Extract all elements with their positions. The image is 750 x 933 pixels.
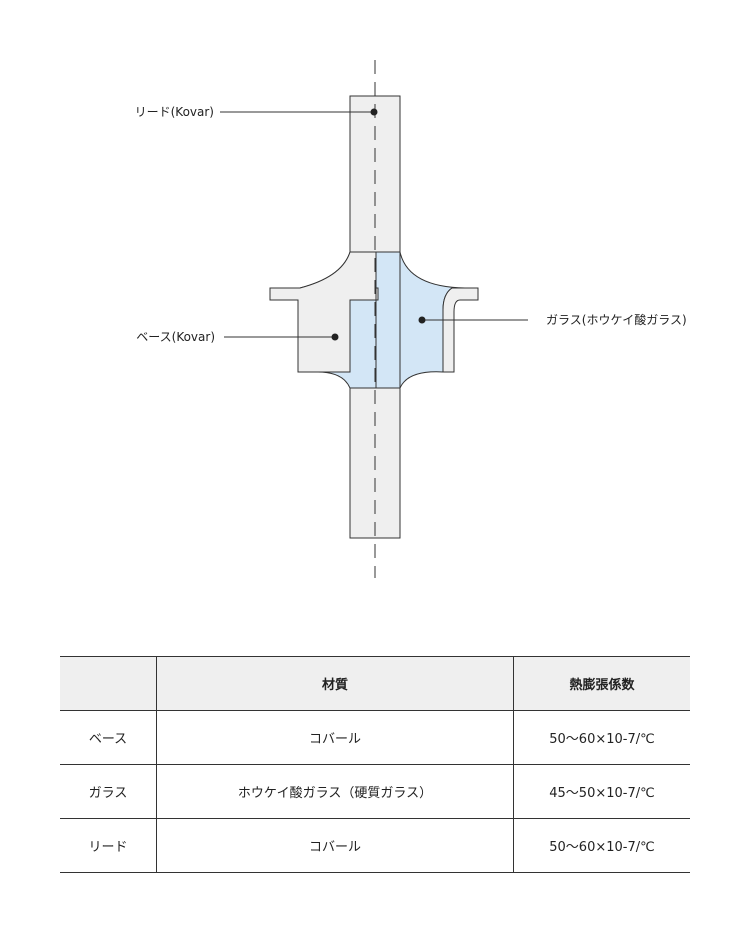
header-material: 材質	[156, 656, 514, 711]
lead-label: リード(Kovar)	[135, 105, 214, 119]
table-header-row: 材質 熱膨張係数	[60, 656, 690, 711]
glass-marker	[418, 316, 426, 324]
header-blank	[60, 656, 157, 711]
row-expansion: 45～50×10-7/℃	[513, 764, 690, 819]
base-label: ベース(Kovar)	[136, 330, 215, 344]
row-part: リード	[60, 818, 157, 873]
base-flange	[269, 251, 379, 373]
row-expansion: 50～60×10-7/℃	[513, 818, 690, 873]
base-flange-right	[442, 287, 479, 373]
hermetic-seal-diagram: リード(Kovar) ベース(Kovar) ガラス(ホウケイ酸ガラス)	[135, 60, 687, 578]
lead-marker	[370, 108, 378, 116]
row-part: ベース	[60, 710, 157, 765]
row-expansion: 50～60×10-7/℃	[513, 710, 690, 765]
table-row: リード コバール 50～60×10-7/℃	[60, 818, 690, 873]
table-row: ベース コバール 50～60×10-7/℃	[60, 710, 690, 765]
header-expansion: 熱膨張係数	[513, 656, 690, 711]
row-material: コバール	[156, 818, 514, 873]
table-row: ガラス ホウケイ酸ガラス（硬質ガラス） 45～50×10-7/℃	[60, 764, 690, 819]
base-marker	[331, 333, 339, 341]
row-material: コバール	[156, 710, 514, 765]
material-spec-table: 材質 熱膨張係数 ベース コバール 50～60×10-7/℃ ガラス ホウケイ酸…	[60, 656, 690, 873]
glass-label: ガラス(ホウケイ酸ガラス)	[546, 312, 687, 327]
row-part: ガラス	[60, 764, 157, 819]
row-material: ホウケイ酸ガラス（硬質ガラス）	[156, 764, 514, 819]
